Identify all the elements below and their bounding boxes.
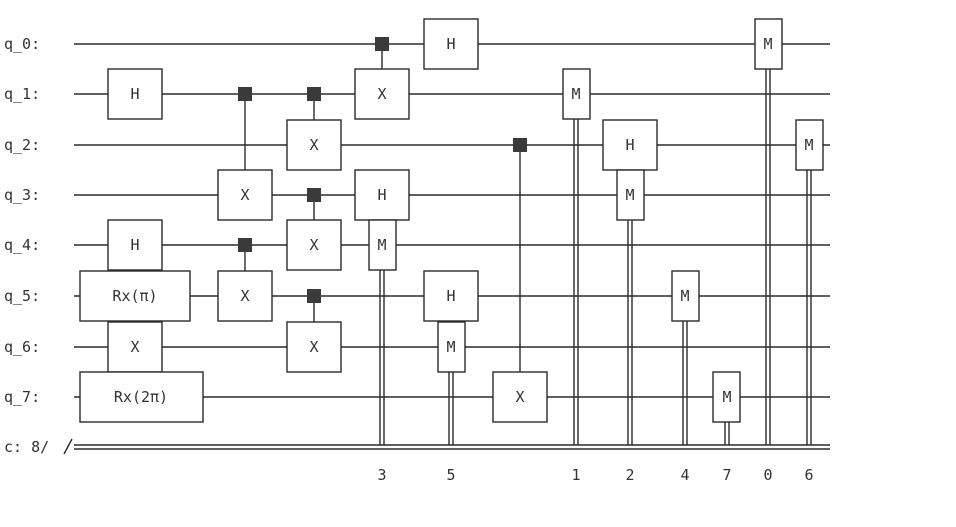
gate-label: H <box>625 136 634 154</box>
control-dot <box>307 289 321 303</box>
gate-m-q3 <box>616 169 645 221</box>
bit-label: 2 <box>625 466 634 484</box>
gate-label: X <box>309 236 318 254</box>
label-q4: q_4: <box>4 236 40 254</box>
gate-rx-q7 <box>79 371 204 423</box>
wire-labels: q_0: q_1: q_2: q_3: q_4: q_5: q_6: q_7: … <box>4 35 49 456</box>
gates <box>79 18 824 423</box>
label-classical: c: 8/ <box>4 438 49 456</box>
label-q1: q_1: <box>4 85 40 103</box>
gate-label: X <box>377 85 386 103</box>
label-q2: q_2: <box>4 136 40 154</box>
bit-label: 4 <box>680 466 689 484</box>
bit-label: 5 <box>446 466 455 484</box>
bit-label: 7 <box>722 466 731 484</box>
bit-label: 3 <box>377 466 386 484</box>
gate-m-q5 <box>671 270 700 322</box>
gate-labels: H H Rx(π) X Rx(2π) X X X X X X H M H H M… <box>112 35 813 406</box>
gate-x-q5 <box>217 270 273 322</box>
gate-label: H <box>130 85 139 103</box>
gate-label: H <box>130 236 139 254</box>
gate-x-q3 <box>217 169 273 221</box>
gate-label: X <box>240 287 249 305</box>
gate-x-q6b <box>286 321 342 373</box>
gate-label: M <box>625 186 634 204</box>
gate-label: H <box>446 35 455 53</box>
control-dot <box>238 87 252 101</box>
gate-rx-q5 <box>79 270 191 322</box>
gate-h-q3 <box>354 169 410 221</box>
measure-lines <box>379 69 812 445</box>
bit-label: 0 <box>763 466 772 484</box>
gate-h-q0 <box>423 18 479 70</box>
gate-m-q0 <box>754 18 783 70</box>
gate-x-q4 <box>286 219 342 271</box>
gate-h-q4 <box>107 219 163 271</box>
gate-label: Rx(π) <box>112 287 157 305</box>
label-q3: q_3: <box>4 186 40 204</box>
gate-label: M <box>377 236 386 254</box>
gate-m-q6 <box>437 321 466 373</box>
gate-label: H <box>446 287 455 305</box>
control-dot <box>238 238 252 252</box>
gate-x-q2 <box>286 119 342 171</box>
gate-label: M <box>446 338 455 356</box>
gate-m-q2 <box>795 119 824 171</box>
label-q0: q_0: <box>4 35 40 53</box>
gate-x-q7 <box>492 371 548 423</box>
gate-label: X <box>240 186 249 204</box>
gate-label: X <box>515 388 524 406</box>
gate-label: X <box>130 338 139 356</box>
bit-label: 1 <box>571 466 580 484</box>
gate-label: Rx(2π) <box>114 388 168 406</box>
control-dot <box>513 138 527 152</box>
label-q7: q_7: <box>4 388 40 406</box>
control-dot <box>375 37 389 51</box>
gate-label: X <box>309 338 318 356</box>
bit-label: 6 <box>804 466 813 484</box>
gate-label: M <box>722 388 731 406</box>
classical-register-wire <box>74 444 830 450</box>
label-q6: q_6: <box>4 338 40 356</box>
measure-bit-labels: 3 5 1 2 4 7 0 6 <box>377 466 813 484</box>
label-q5: q_5: <box>4 287 40 305</box>
gate-label: M <box>763 35 772 53</box>
gate-label: M <box>804 136 813 154</box>
gate-label: X <box>309 136 318 154</box>
gate-label: M <box>571 85 580 103</box>
gate-label: M <box>680 287 689 305</box>
gate-label: H <box>377 186 386 204</box>
gate-x-q1 <box>354 68 410 120</box>
control-dots <box>238 37 527 303</box>
control-dot <box>307 188 321 202</box>
register-slash <box>63 438 73 455</box>
control-dot <box>307 87 321 101</box>
gate-m-q1 <box>562 68 591 120</box>
gate-m-q7 <box>712 371 741 423</box>
gate-m-q4 <box>368 219 397 271</box>
gate-h-q1 <box>107 68 163 120</box>
gate-h-q5 <box>423 270 479 322</box>
